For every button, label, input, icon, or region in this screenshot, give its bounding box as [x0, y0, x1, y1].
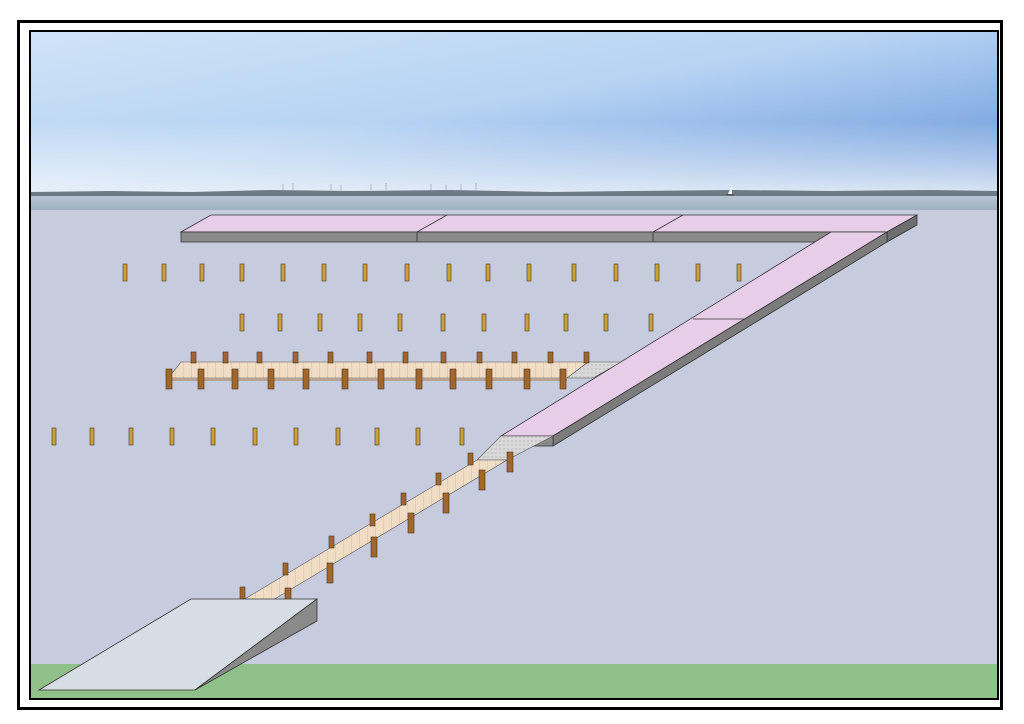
walkway-post: [369, 513, 376, 527]
mooring-pile: [481, 313, 487, 332]
mooring-pile: [648, 313, 654, 332]
pier-post: [476, 351, 483, 364]
pier-post: [449, 368, 457, 390]
mooring-pile: [128, 427, 134, 446]
mooring-pile: [252, 427, 258, 446]
mooring-pile: [571, 263, 577, 282]
mooring-pile: [446, 263, 452, 282]
mooring-pile: [654, 263, 660, 282]
mooring-pile-row-2: [239, 313, 654, 332]
pier-post: [485, 368, 493, 390]
walkway-post: [282, 562, 289, 576]
pier-post: [256, 351, 263, 364]
mooring-pile: [199, 263, 205, 282]
marina-scene: [29, 30, 999, 700]
finger-pier-posts-front: [165, 368, 567, 390]
mooring-pile: [89, 427, 95, 446]
mooring-pile: [374, 427, 380, 446]
mooring-pile: [362, 263, 368, 282]
mooring-pile: [239, 313, 245, 332]
pier-post: [402, 351, 409, 364]
mooring-pile: [293, 427, 299, 446]
mooring-pile: [695, 263, 701, 282]
finger-pier-posts-back: [190, 351, 590, 364]
pier-post: [511, 351, 518, 364]
walkway-post: [467, 452, 474, 466]
pier-post: [292, 351, 299, 364]
walkway-post: [239, 586, 246, 600]
pier-post: [267, 368, 275, 390]
pier-post: [222, 351, 229, 364]
pier-post: [341, 368, 349, 390]
mooring-pile: [317, 313, 323, 332]
pier-post: [377, 368, 385, 390]
mooring-pile: [563, 313, 569, 332]
mooring-pile: [357, 313, 363, 332]
main-pontoon: [179, 214, 919, 447]
mooring-pile: [440, 313, 446, 332]
mooring-pile: [526, 263, 532, 282]
pier-post: [440, 351, 447, 364]
wind-turbines: [282, 183, 477, 190]
pier-post: [231, 368, 239, 390]
mooring-pile: [51, 427, 57, 446]
mooring-pile-row-1: [122, 263, 742, 282]
access-walkway-posts: [239, 451, 514, 609]
pier-post: [583, 351, 590, 364]
mooring-pile: [459, 427, 465, 446]
mooring-pile: [277, 313, 283, 332]
mooring-pile: [335, 427, 341, 446]
walkway-post: [407, 512, 415, 534]
pier-post: [197, 368, 205, 390]
walkway-post: [435, 472, 442, 486]
marina-diagram: [31, 32, 997, 698]
pier-post: [366, 351, 373, 364]
pier-post: [327, 351, 334, 364]
walkway-post: [328, 535, 335, 549]
walkway-post: [326, 562, 334, 584]
walkway-post: [370, 536, 378, 558]
mooring-pile: [404, 263, 410, 282]
pier-post: [165, 368, 173, 390]
mooring-pile-row-3: [51, 427, 465, 446]
pier-post: [547, 351, 554, 364]
mooring-pile: [280, 263, 286, 282]
mooring-pile: [161, 263, 167, 282]
walkway-post: [506, 451, 514, 473]
walkway-post: [400, 492, 407, 506]
mooring-pile: [210, 427, 216, 446]
pier-post: [302, 368, 310, 390]
horizon-shoreline: [31, 190, 997, 210]
mooring-pile: [321, 263, 327, 282]
mooring-pile: [485, 263, 491, 282]
mooring-pile: [239, 263, 245, 282]
mooring-pile: [397, 313, 403, 332]
mooring-pile: [415, 427, 421, 446]
pier-post: [523, 368, 531, 390]
walkway-post: [478, 469, 486, 491]
mooring-pile: [613, 263, 619, 282]
mooring-pile: [524, 313, 530, 332]
mooring-pile: [736, 263, 742, 282]
mooring-pile: [603, 313, 609, 332]
launch-ramp: [37, 598, 319, 691]
walkway-post: [442, 492, 450, 514]
pier-post: [415, 368, 423, 390]
pier-post: [559, 368, 567, 390]
pier-post: [190, 351, 197, 364]
mooring-pile: [122, 263, 128, 282]
mooring-pile: [169, 427, 175, 446]
sailboat-icon: [726, 185, 734, 196]
